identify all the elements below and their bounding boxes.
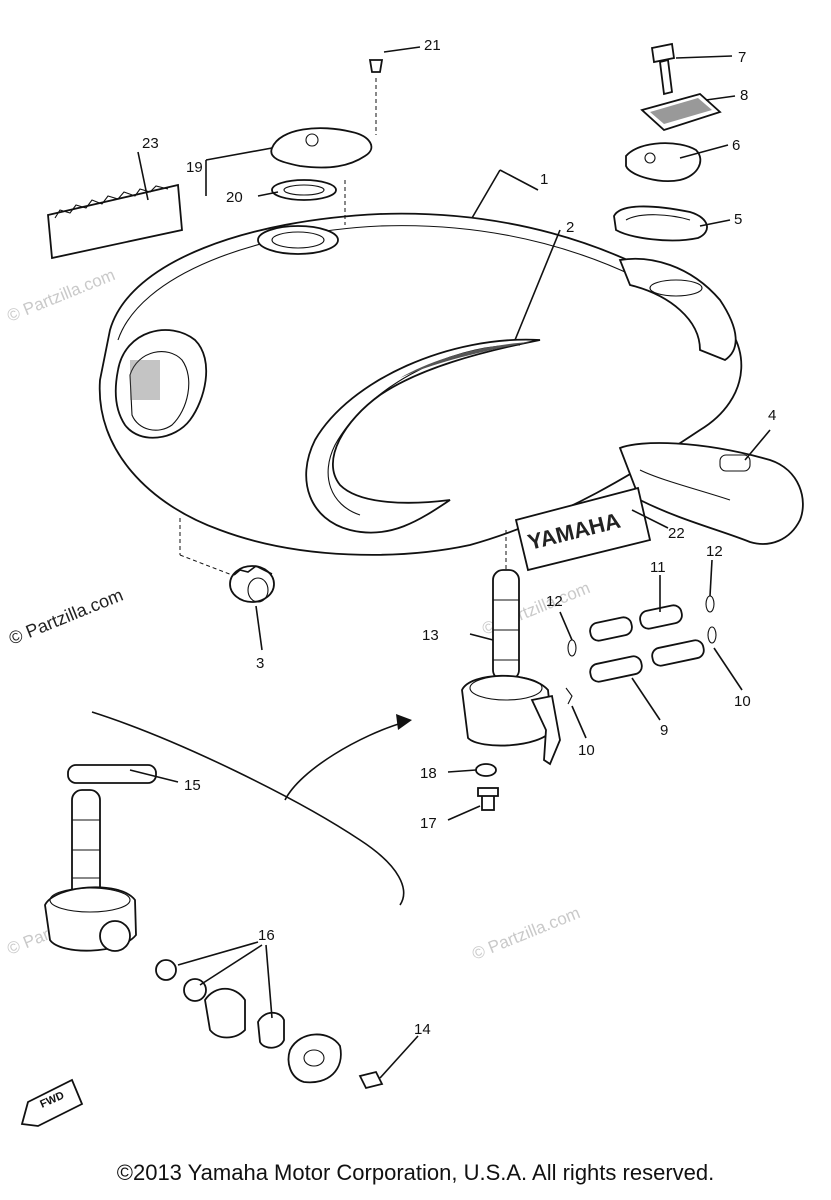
callout-10a: 10 [734,693,751,710]
fuel-hoses-9-12 [565,595,717,705]
callout-15: 15 [184,777,201,794]
callout-18: 18 [420,765,437,782]
yamaha-plate-22: YAMAHA [514,486,652,572]
watermark-6: © Partzilla.com [469,903,582,964]
callout-9: 9 [660,722,668,739]
callout-1: 1 [540,171,548,188]
callout-13: 13 [422,627,439,644]
callout-10b: 10 [578,742,595,759]
screw-washer-17-18 [475,763,499,811]
callout-5: 5 [734,211,742,228]
callout-11: 11 [650,559,666,576]
fwd-marker: FWD [20,1078,84,1127]
fuel-tank [98,212,743,556]
rear-cushion-4 [618,442,804,545]
callout-6: 6 [732,137,740,154]
fuel-cock-13 [461,530,561,766]
detail-arrow [91,711,412,906]
callout-19: 19 [186,159,203,176]
callout-12a: 12 [706,543,723,560]
tank-cap [270,59,384,225]
callout-20: 20 [226,189,243,206]
callout-22: 22 [668,525,685,542]
callout-12b: 12 [546,593,563,610]
callout-labels: 1 2 3 4 5 6 7 8 9 10 10 11 12 12 13 14 1… [142,37,776,1038]
copyright-footer: ©2013 Yamaha Motor Corporation, U.S.A. A… [116,1160,715,1185]
tank-emblem-strip-23 [47,183,183,260]
callout-17: 17 [420,815,437,832]
watermark-1: © Partzilla.com [4,265,117,326]
callout-21: 21 [424,37,441,54]
callout-7: 7 [738,49,746,66]
grommet-3 [179,518,275,603]
watermark-3: © Partzilla.com [6,585,126,649]
callout-14: 14 [414,1021,431,1038]
fuel-cock-detail [44,764,384,1090]
leader-lines [129,46,771,1079]
callout-23: 23 [142,135,159,152]
callout-16: 16 [258,927,275,944]
callout-4: 4 [768,407,776,424]
callout-3: 3 [256,655,264,672]
mount-hardware-5-8 [613,42,722,242]
callout-8: 8 [740,87,748,104]
callout-2: 2 [566,219,574,236]
